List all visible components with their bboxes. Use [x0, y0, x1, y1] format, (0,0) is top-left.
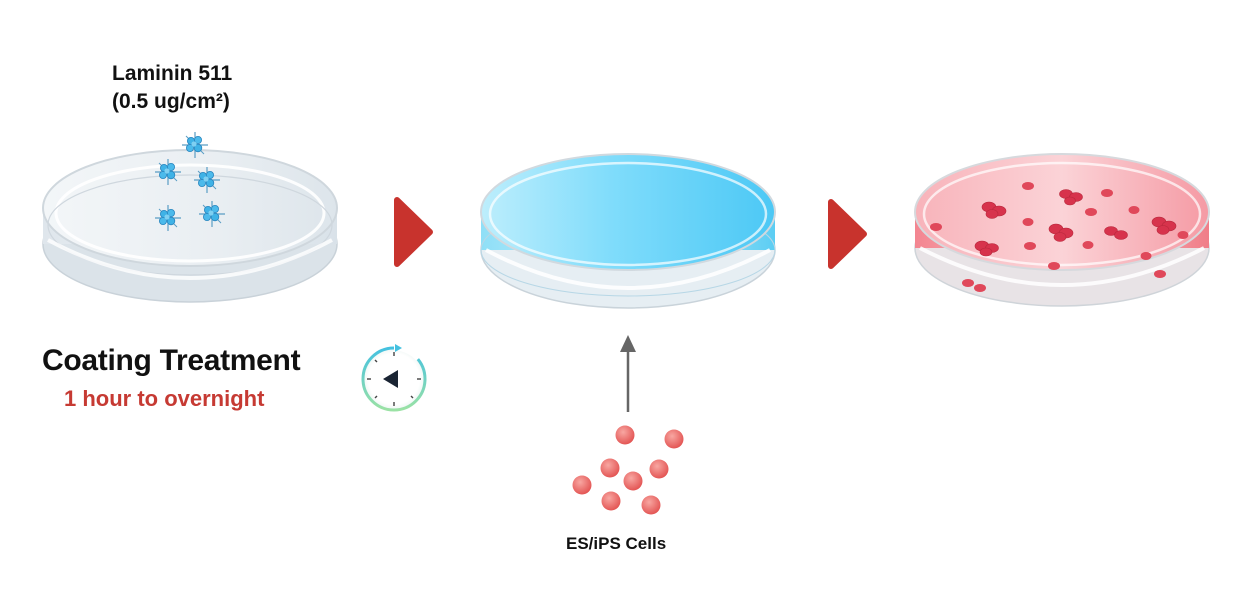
cells-label: ES/iPS Cells	[566, 534, 667, 553]
red-triangle-arrow-icon	[394, 197, 433, 267]
coating-dish	[42, 149, 338, 303]
cell-icon	[649, 459, 669, 479]
cell-icon	[641, 495, 661, 515]
es-ips-cells	[572, 425, 684, 515]
single-cells	[930, 182, 1189, 292]
coating-title: Coating Treatment	[42, 344, 301, 377]
reagent-name: Laminin 511	[112, 62, 233, 85]
stopwatch-icon	[361, 344, 427, 412]
coating-duration: 1 hour to overnight	[64, 386, 265, 411]
up-arrow-icon	[620, 335, 636, 412]
cell-icon	[600, 458, 620, 478]
cell-icon	[615, 425, 635, 445]
laminin-label: Laminin 511 (0.5 ug/cm²)	[112, 60, 232, 116]
cell-icon	[664, 429, 684, 449]
culture-dish	[914, 153, 1210, 307]
cell-icon	[601, 491, 621, 511]
cell-icon	[572, 475, 592, 495]
red-triangle-arrow-icon	[828, 199, 867, 269]
cell-icon	[623, 471, 643, 491]
reagent-concentration: (0.5 ug/cm²)	[112, 90, 230, 113]
medium-dish	[480, 153, 776, 309]
cell-colonies	[974, 189, 1177, 257]
